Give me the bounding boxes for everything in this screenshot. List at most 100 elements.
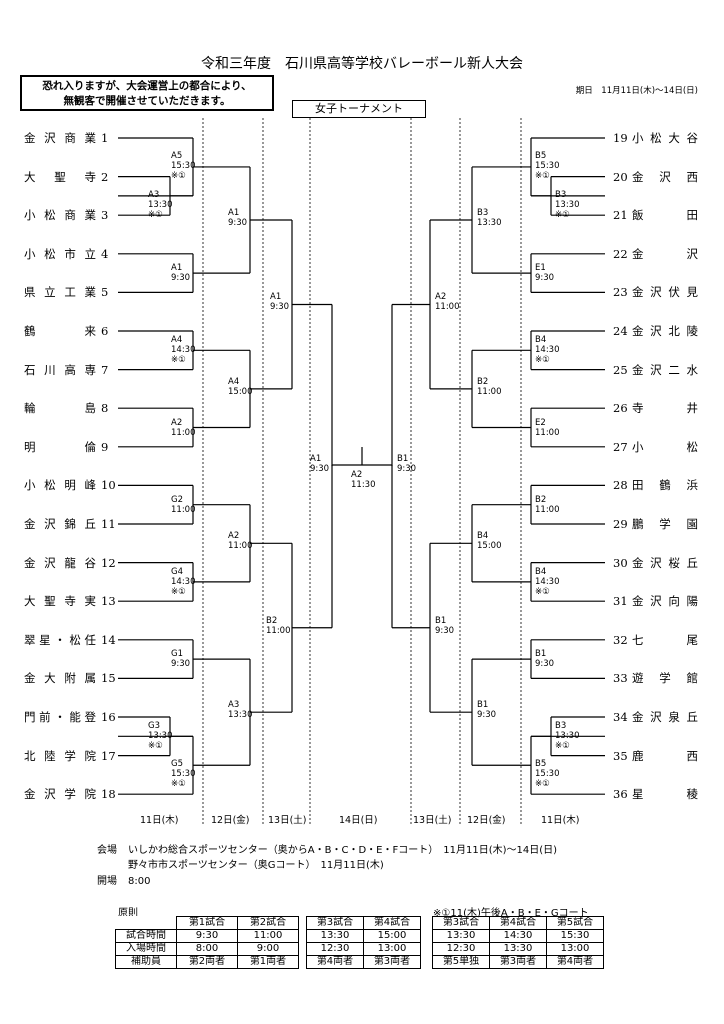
day-label-right-3: 13日(土) xyxy=(413,815,452,826)
match-label-line: 9:30 xyxy=(171,659,191,670)
team-name: 小松商業 xyxy=(24,208,96,223)
table-cell: 8:00 xyxy=(176,942,238,956)
team-name: 金沢泉丘 xyxy=(632,710,698,724)
match-label-line: A4 xyxy=(228,376,240,387)
schedule-right-caption: ※①11(木)午後A・B・E・Gコート xyxy=(433,908,589,919)
table-cell: 15:00 xyxy=(363,929,421,943)
team-number: 23 xyxy=(613,285,628,300)
team-name: 鹿西 xyxy=(632,748,698,763)
team-name: 金沢龍谷 xyxy=(24,555,96,570)
team-number: 21 xyxy=(613,208,628,223)
match-label-line: B1 xyxy=(397,454,409,465)
table-cell: 第1両者 xyxy=(237,955,299,969)
match-label-line: 9:30 xyxy=(310,464,330,475)
team-name: 金大附属 xyxy=(24,671,96,686)
team-name: 輪島 xyxy=(24,401,96,416)
match-label-line: 13:30 xyxy=(148,731,173,742)
team-number: 12 xyxy=(101,555,116,570)
table-cell: 13:00 xyxy=(546,942,604,956)
match-label-line: ※① xyxy=(148,209,163,220)
period-text: 期日 11月11日(木)～14日(日) xyxy=(575,86,698,96)
match-label-line: ※① xyxy=(535,586,550,597)
match-label-line: 11:00 xyxy=(171,504,196,515)
table-cell: 9:30 xyxy=(176,929,238,943)
team-name: 小松 xyxy=(632,439,698,454)
team-name: 石川高専 xyxy=(24,362,96,377)
team-name: 金沢西 xyxy=(632,169,698,184)
team-number: 13 xyxy=(101,594,116,609)
header-cell: 第1試合 xyxy=(176,916,238,930)
team-number: 8 xyxy=(101,401,109,416)
team-name: 遊学館 xyxy=(632,671,698,686)
header-cell: 第3試合 xyxy=(432,916,490,930)
match-label-line: 9:30 xyxy=(435,625,455,636)
match-label-line: 9:30 xyxy=(477,710,497,721)
match-label-line: B5 xyxy=(535,150,547,161)
match-label-line: B1 xyxy=(535,649,547,660)
team-name: 翠星・松任 xyxy=(24,632,96,647)
table-cell: 15:30 xyxy=(546,929,604,943)
match-label-line: 9:30 xyxy=(397,464,417,475)
team-name: 七尾 xyxy=(632,632,698,647)
table-cell: 第3両者 xyxy=(363,955,421,969)
team-number: 9 xyxy=(101,439,109,454)
team-name: 金沢商業 xyxy=(24,131,96,145)
venue-line-2: 野々市市スポーツセンター（奥Gコート） 11月11日(木) xyxy=(128,860,384,871)
venue-line-1: いしかわ総合スポーツセンター（奥からA・B・C・D・E・Fコート） 11月11日… xyxy=(128,845,558,856)
match-label-line: 14:30 xyxy=(535,345,560,356)
team-number: 2 xyxy=(101,169,109,184)
match-label-line: 11:00 xyxy=(435,302,460,313)
table-cell: 第5単独 xyxy=(432,955,490,969)
page-title: 令和三年度 石川県高等学校バレーボール新人大会 xyxy=(201,56,523,72)
match-label-line: ※① xyxy=(171,170,186,181)
match-label-line: A2 xyxy=(171,417,183,428)
team-number: 10 xyxy=(101,478,116,493)
match-label-line: 11:00 xyxy=(535,504,560,515)
team-number: 35 xyxy=(613,748,628,763)
table-cell: 第4両者 xyxy=(546,955,604,969)
table-cell: 13:30 xyxy=(306,929,364,943)
team-name: 金沢錦丘 xyxy=(24,517,96,531)
team-number: 33 xyxy=(613,671,628,686)
match-label-line: E2 xyxy=(535,417,546,428)
schedule-table-3: 第3試合 第4試合 第5試合 13:30 14:30 15:30 12:30 1… xyxy=(432,916,604,969)
match-label-line: ※① xyxy=(171,355,186,366)
day-label-center: 14日(日) xyxy=(339,815,378,826)
match-label-line: A1 xyxy=(310,454,322,465)
team-number: 5 xyxy=(101,285,109,300)
match-label-line: E1 xyxy=(535,263,546,274)
team-name: 金沢桜丘 xyxy=(632,555,698,570)
match-label-line: ※① xyxy=(535,779,550,790)
match-label-line: 15:00 xyxy=(477,541,502,552)
team-number: 22 xyxy=(613,246,628,261)
match-label-line: 9:30 xyxy=(535,659,555,670)
team-name: 門前・能登 xyxy=(24,710,96,724)
team-number: 28 xyxy=(613,478,628,493)
header-cell: 第5試合 xyxy=(546,916,604,930)
match-label-line: A3 xyxy=(228,700,240,711)
table-cell: 13:30 xyxy=(432,929,490,943)
match-label-line: B3 xyxy=(555,189,567,200)
match-label-line: A3 xyxy=(148,189,160,200)
header-cell: 第4試合 xyxy=(363,916,421,930)
venue-label: 会場 xyxy=(97,845,117,856)
row-label: 試合時間 xyxy=(115,929,177,943)
header-cell: 第2試合 xyxy=(237,916,299,930)
team-name: 金沢学院 xyxy=(24,787,96,802)
match-label-line: 11:00 xyxy=(171,427,196,438)
